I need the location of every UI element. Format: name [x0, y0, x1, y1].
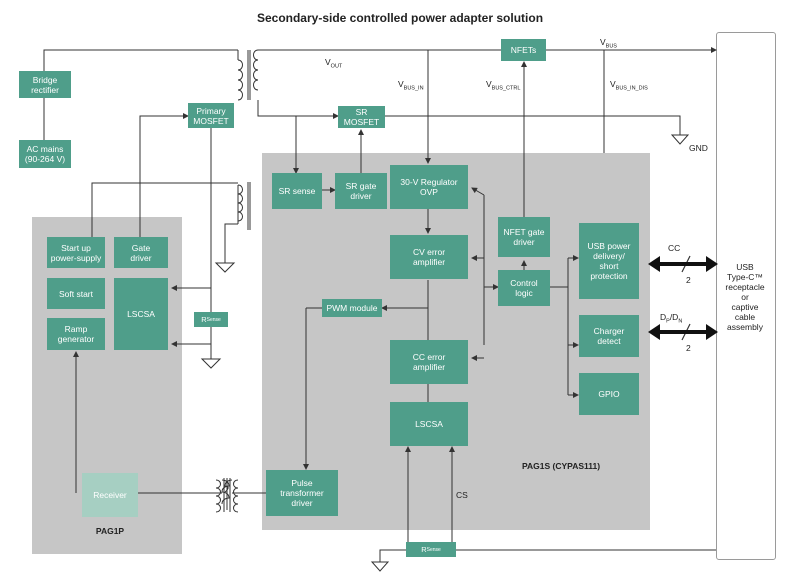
startup-power-supply-block: Start up power-supply — [47, 237, 105, 268]
nfet-gate-driver-block: NFET gate driver — [498, 217, 550, 257]
pwm-module-block: PWM module — [322, 299, 382, 317]
nfets-block: NFETs — [501, 39, 546, 61]
gpio-block: GPIO — [579, 373, 639, 415]
rsense-primary-label: R — [201, 314, 207, 324]
vbus-label: VBUS — [600, 37, 617, 50]
diagram-title: Secondary-side controlled power adapter … — [256, 11, 544, 25]
usb-connector-label: USB Type-C™ receptacle or captive cable … — [725, 262, 765, 332]
rsense-secondary-label: R — [421, 544, 427, 554]
vout-label: VOUT — [325, 57, 343, 70]
pag1p-label: PAG1P — [95, 526, 125, 536]
receiver-block: Receiver — [82, 473, 138, 517]
rsense-primary-sub: Sense — [206, 316, 221, 323]
dp-dn-label: DP/DN — [660, 312, 683, 325]
cc-error-amplifier-block: CC error amplifier — [390, 340, 468, 384]
gate-driver-block: Gate driver — [114, 237, 168, 268]
ramp-generator-block: Ramp generator — [47, 318, 105, 350]
vbus-in-label: VBUS_IN — [398, 79, 424, 92]
cc-label: CC — [668, 243, 681, 253]
cs-label: CS — [456, 490, 468, 500]
bridge-rectifier-block: Bridge rectifier — [19, 71, 71, 98]
regulator-ovp-block: 30-V Regulator OVP — [390, 165, 468, 209]
soft-start-block: Soft start — [47, 278, 105, 309]
lscsa-secondary-block: LSCSA — [390, 402, 468, 446]
cc-count-label: 2 — [686, 275, 691, 285]
vbus-in-dis-label: VBUS_IN_DIS — [610, 79, 648, 92]
ac-mains-block: AC mains (90-264 V) — [19, 140, 71, 168]
pulse-transformer-driver-block: Pulse transformer driver — [266, 470, 338, 516]
primary-mosfet-block: Primary MOSFET — [188, 103, 234, 128]
dp-dn-count-label: 2 — [686, 343, 691, 353]
gnd-label: GND — [689, 143, 708, 153]
cv-error-amplifier-block: CV error amplifier — [390, 235, 468, 279]
pag1s-label: PAG1S (CYPAS111) — [522, 461, 601, 471]
usb-pd-block: USB power delivery/ short protection — [579, 223, 639, 299]
sr-mosfet-block: SR MOSFET — [338, 106, 385, 128]
lscsa-primary-block: LSCSA — [114, 278, 168, 350]
rsense-secondary-sub: Sense — [426, 546, 441, 553]
charger-detect-block: Charger detect — [579, 315, 639, 357]
sr-gate-driver-block: SR gate driver — [335, 173, 387, 209]
sr-sense-block: SR sense — [272, 173, 322, 209]
vbus-ctrl-label: VBUS_CTRL — [486, 79, 521, 92]
usb-connector-box — [716, 32, 776, 560]
control-logic-block: Control logic — [498, 270, 550, 306]
